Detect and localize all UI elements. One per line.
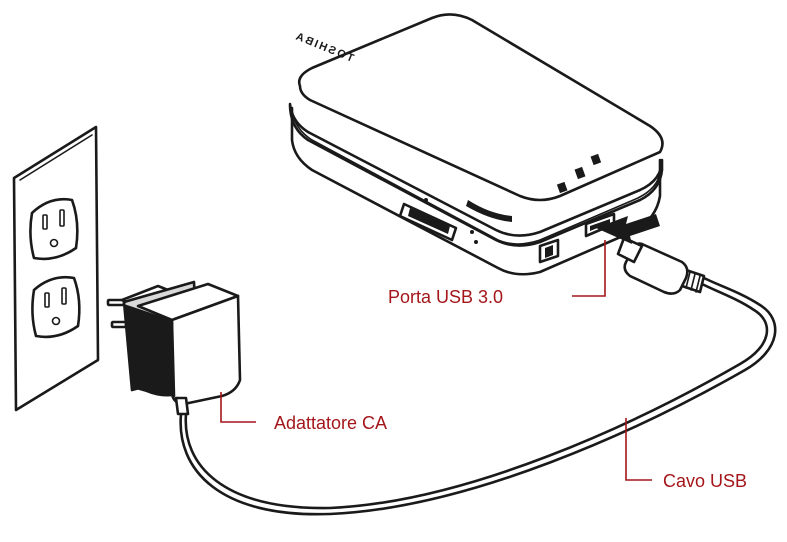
usb-cable-leader	[625, 418, 652, 481]
lower-socket	[31, 275, 81, 339]
usb-port-leader	[572, 240, 606, 297]
status-led-icons	[556, 153, 602, 194]
device-brand-label: TOSHIBA	[292, 30, 355, 65]
usb-port-label: Porta USB 3.0	[388, 287, 503, 307]
usb-cable-label: Cavo USB	[663, 471, 747, 491]
arrow-icon	[596, 214, 660, 244]
ac-adapter-leader	[220, 392, 256, 423]
wireless-hdd-icon: TOSHIBA	[288, 13, 664, 276]
power-button-icon	[538, 238, 560, 264]
wall-outlet-icon	[12, 125, 100, 412]
upper-socket	[29, 198, 79, 261]
usb-cable-icon	[179, 236, 777, 516]
ac-adapter-icon	[106, 280, 242, 416]
ac-adapter-label: Adattatore CA	[274, 413, 387, 433]
